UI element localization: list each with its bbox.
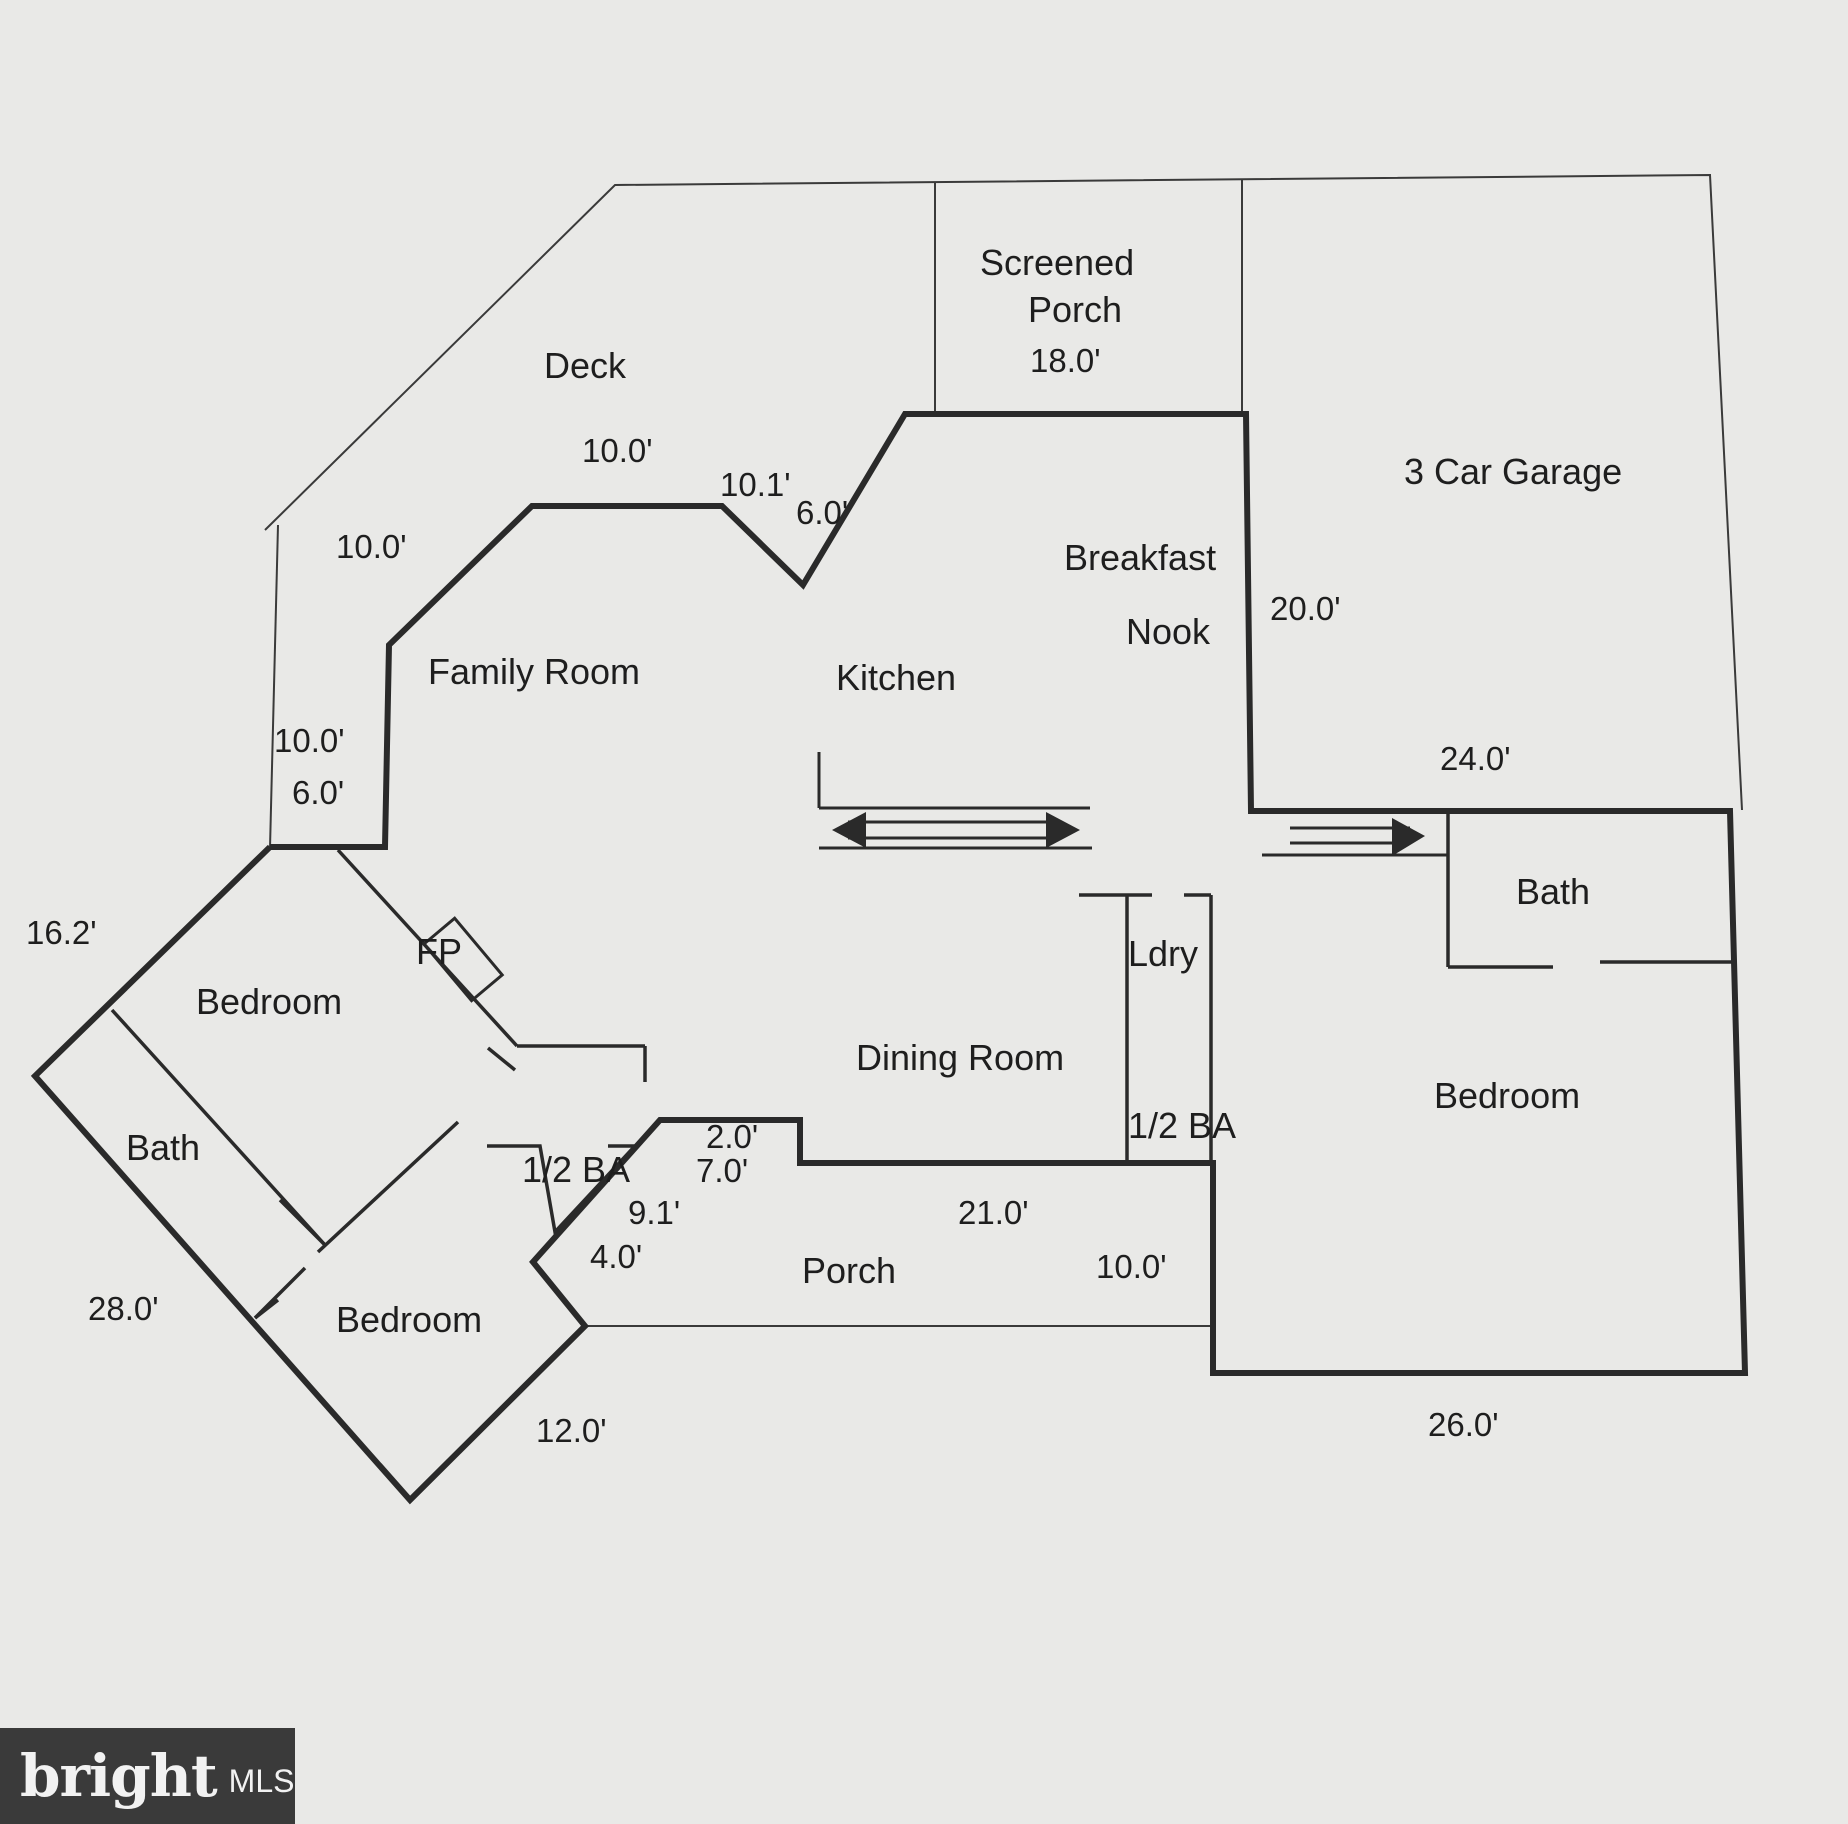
dim-deck-angle: 10.1': [720, 466, 791, 503]
dim-porch-right: 10.0': [1096, 1248, 1167, 1285]
room-family: Family Room: [428, 651, 640, 692]
dim-deck-left: 10.0': [336, 528, 407, 565]
bath-bedroom-wall: [110, 1008, 327, 1247]
room-screened-porch-2: Porch: [1028, 289, 1122, 330]
room-porch: Porch: [802, 1250, 896, 1291]
room-kitchen: Kitchen: [836, 657, 956, 698]
dim-family-left-b: 6.0': [292, 774, 344, 811]
room-bath-left: Bath: [126, 1127, 200, 1168]
arrow-right-icon: [1392, 818, 1425, 856]
room-dining: Dining Room: [856, 1037, 1064, 1078]
outdoor-outlines: [264, 173, 1743, 1327]
room-half-bath-left: 1/2 BA: [522, 1149, 630, 1190]
dim-porch-length: 21.0': [958, 1194, 1029, 1231]
bath-door-stub: [278, 1198, 327, 1247]
room-garage: 3 Car Garage: [1404, 451, 1622, 492]
label-fireplace: FP: [416, 931, 462, 972]
house-exterior-wall: [30, 411, 1749, 1505]
dim-bottom-left: 12.0': [536, 1412, 607, 1449]
room-bedroom-left-bottom: Bedroom: [336, 1299, 482, 1340]
garage-entry-arrow: [1262, 810, 1448, 857]
deck-left-wall: [269, 524, 279, 849]
dim-deck-top: 10.0': [582, 432, 653, 469]
room-laundry: Ldry: [1128, 933, 1198, 974]
dim-screened-porch: 18.0': [1030, 342, 1101, 379]
closet-door-stub: [486, 1046, 517, 1072]
dim-bottom-right: 26.0': [1428, 1406, 1499, 1443]
room-breakfast-2: Nook: [1126, 611, 1211, 652]
bedroom-divider-wall: [316, 1120, 460, 1254]
room-deck: Deck: [544, 345, 627, 386]
logo-word: bright: [20, 1742, 218, 1810]
dim-porch-b: 4.0': [590, 1238, 642, 1275]
room-breakfast-1: Breakfast: [1064, 537, 1216, 578]
room-half-bath-center: 1/2 BA: [1128, 1105, 1236, 1146]
dim-deck-notch: 6.0': [796, 494, 848, 531]
kitchen-counter: [817, 752, 1092, 850]
dim-family-left-a: 10.0': [274, 722, 345, 759]
dim-porch-a: 9.1': [628, 1194, 680, 1231]
logo-mls: MLS: [228, 1762, 295, 1799]
exterior-walls: [30, 411, 1749, 1505]
dimension-labels: 18.0' 10.0' 10.1' 6.0' 10.0' 20.0' 10.0'…: [26, 342, 1511, 1449]
deck-porch-garage-outline: [264, 173, 1743, 811]
half-bath-left-wall: [487, 1144, 640, 1236]
fireplace-icon: [421, 916, 505, 1003]
dim-porch-notch-b: 7.0': [696, 1152, 748, 1189]
room-bath-right: Bath: [1516, 871, 1590, 912]
bedroom-door-stub-2: [253, 1298, 280, 1320]
room-bedroom-right: Bedroom: [1434, 1075, 1580, 1116]
bright-mls-logo: bright MLS: [0, 1728, 295, 1824]
dim-garage-width: 24.0': [1440, 740, 1511, 777]
interior-walls: [110, 811, 1733, 1320]
room-labels: Deck Screened Porch 3 Car Garage Breakfa…: [126, 242, 1622, 1340]
dim-left-bottom: 28.0': [88, 1290, 159, 1327]
arrow-left-icon: [832, 812, 866, 848]
room-screened-porch-1: Screened: [980, 242, 1134, 283]
room-bedroom-left-top: Bedroom: [196, 981, 342, 1022]
dim-left-diag: 16.2': [26, 914, 97, 951]
arrow-right-icon: [1046, 812, 1080, 848]
dim-porch-notch-a: 2.0': [706, 1118, 758, 1155]
dim-garage-depth: 20.0': [1270, 590, 1341, 627]
